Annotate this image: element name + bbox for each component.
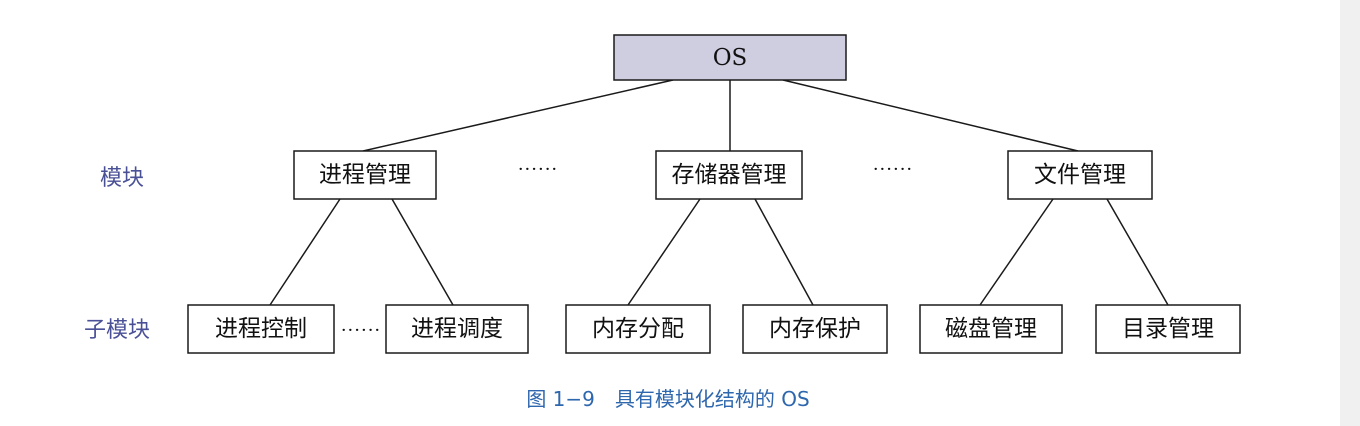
row-label-module: 模块: [100, 166, 144, 191]
node-file-mgmt: 文件管理: [1007, 150, 1153, 200]
node-process-control-label: 进程控制: [215, 316, 307, 342]
edge-file-mgmt-to-disk: [979, 198, 1054, 306]
figure-caption: 图 1−9 具有模块化结构的 OS: [526, 387, 809, 411]
node-process-mgmt-label: 进程管理: [319, 162, 411, 188]
row-label-submodule: 子模块: [84, 318, 150, 343]
node-memory-allocation: 内存分配: [565, 304, 711, 354]
node-process-scheduling: 进程调度: [385, 304, 529, 354]
node-process-control: 进程控制: [187, 304, 335, 354]
node-directory-mgmt-box: [1095, 304, 1241, 354]
edge-memory-mgmt-to-protection: [754, 198, 814, 306]
node-directory-mgmt-label: 目录管理: [1122, 316, 1214, 342]
module-ellipsis-1: ······: [518, 159, 558, 180]
node-memory-mgmt-label: 存储器管理: [672, 162, 787, 188]
node-file-mgmt-label: 文件管理: [1034, 162, 1126, 188]
node-memory-protection: 内存保护: [742, 304, 888, 354]
node-memory-protection-box: [742, 304, 888, 354]
node-memory-mgmt: 存储器管理: [655, 150, 803, 200]
node-memory-protection-label: 内存保护: [769, 316, 861, 342]
node-os-box: [613, 34, 847, 81]
edge-file-mgmt-to-directory: [1106, 198, 1169, 306]
node-process-scheduling-label: 进程调度: [411, 316, 503, 342]
node-directory-mgmt: 目录管理: [1095, 304, 1241, 354]
node-os: OS: [613, 34, 847, 81]
node-memory-mgmt-box: [655, 150, 803, 200]
node-disk-mgmt-box: [919, 304, 1063, 354]
tree-edges: [269, 79, 1169, 306]
scrollbar-track[interactable]: [1340, 0, 1360, 426]
edge-memory-mgmt-to-allocation: [627, 198, 701, 306]
module-ellipsis-2: ······: [873, 159, 913, 180]
edge-os-to-process-mgmt: [362, 79, 674, 152]
edge-process-mgmt-to-scheduling: [391, 198, 454, 306]
node-disk-mgmt-label: 磁盘管理: [945, 316, 1037, 342]
node-memory-allocation-label: 内存分配: [592, 316, 684, 342]
submodule-ellipsis: ······: [341, 320, 381, 341]
edge-process-mgmt-to-control: [269, 198, 341, 306]
node-process-mgmt-box: [293, 150, 437, 200]
node-process-control-box: [187, 304, 335, 354]
edge-os-to-file-mgmt: [782, 79, 1079, 152]
node-file-mgmt-box: [1007, 150, 1153, 200]
node-os-label: OS: [713, 45, 748, 71]
node-disk-mgmt: 磁盘管理: [919, 304, 1063, 354]
node-process-mgmt: 进程管理: [293, 150, 437, 200]
node-memory-allocation-box: [565, 304, 711, 354]
node-process-scheduling-box: [385, 304, 529, 354]
